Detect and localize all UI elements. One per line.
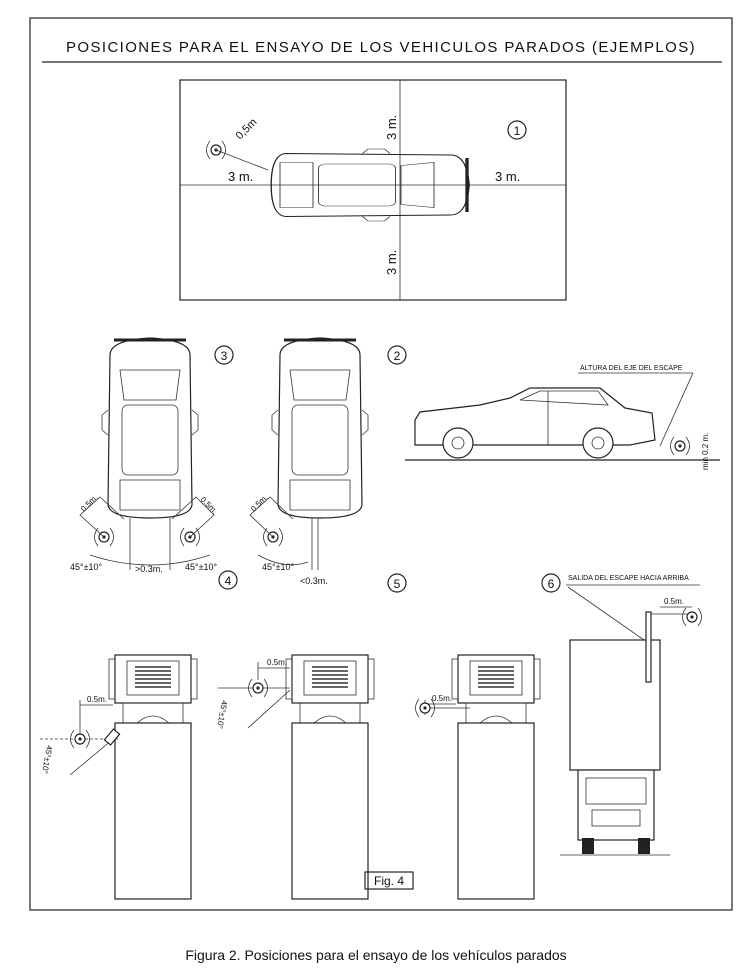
mic-dist-right: 0.5m.: [199, 495, 220, 516]
drawing-frame: [29, 17, 733, 911]
panel-4: 0.5m. 45°±10° 4: [40, 570, 238, 900]
truck-rear-view: [108, 654, 198, 900]
mic-dist: 0.5m.: [267, 658, 287, 667]
mic-dist: 0.5m.: [87, 695, 107, 704]
position-number-6: 6: [548, 577, 555, 591]
position-number-1: 1: [514, 124, 521, 138]
position-number-4: 4: [225, 574, 232, 588]
panel-6: 0.5m. 6 SALIDA DEL ESCAPE HACIA ARRIBA 0…: [414, 573, 703, 900]
position-number-2: 2: [394, 349, 401, 363]
exhaust-up-label: SALIDA DEL ESCAPE HACIA ARRIBA: [568, 575, 689, 582]
dist-bottom: 3 m.: [384, 250, 399, 275]
fig-label: Fig. 4: [374, 874, 404, 888]
test-area-rectangle: [179, 79, 567, 301]
min-height: min 0.2 m.: [701, 433, 710, 470]
panel-3: 45°±10° 45°±10° >0.3m. 0.5m. 0.5m. 3: [70, 336, 234, 574]
mic-dist: 0.5m.: [249, 493, 270, 514]
side-view: ALTURA DEL EJE DEL ESCAPE min 0.2 m.: [405, 365, 720, 470]
mic-dist: 0.5m.: [432, 694, 452, 703]
angle-left: 45°±10°: [70, 562, 103, 572]
mic-dist-top: 0.5m.: [664, 597, 684, 606]
panel-2: 45°±10° <0.3m. 0.5m. 2: [249, 336, 407, 586]
truck-rear-view: [451, 654, 541, 900]
pipe-dist: <0.3m.: [300, 576, 328, 586]
mic-dist: 0,5m: [234, 116, 260, 142]
fig-label-box: [364, 871, 414, 890]
angle: 45°±10°: [215, 700, 229, 730]
position-number-5: 5: [394, 577, 401, 591]
angle-right: 45°±10°: [185, 562, 218, 572]
dist-left: 3 m.: [228, 169, 253, 184]
angle: 45°±10°: [262, 562, 295, 572]
angle: 45°±10°: [40, 745, 54, 775]
pipe-dist: >0.3m.: [135, 564, 163, 574]
car-top-view: [100, 336, 200, 520]
figure-caption: Figura 2. Posiciones para el ensayo de l…: [185, 947, 567, 963]
dist-right: 3 m.: [495, 169, 520, 184]
car-top-view: [270, 336, 370, 520]
panel-1: 3 m. 3 m. 3 m. 3 m. 0,5m 1: [179, 79, 567, 301]
exhaust-height-label: ALTURA DEL EJE DEL ESCAPE: [580, 365, 683, 372]
panel-5: 0.5m. 45°±10° 5: [215, 573, 407, 900]
dist-top: 3 m.: [384, 115, 399, 140]
position-number-3: 3: [221, 349, 228, 363]
truck-front-view: [560, 611, 670, 856]
drawing-title: POSICIONES PARA EL ENSAYO DE LOS VEHICUL…: [66, 39, 696, 56]
truck-rear-view: [285, 654, 375, 900]
mic-dist-left: 0.5m.: [79, 493, 100, 514]
